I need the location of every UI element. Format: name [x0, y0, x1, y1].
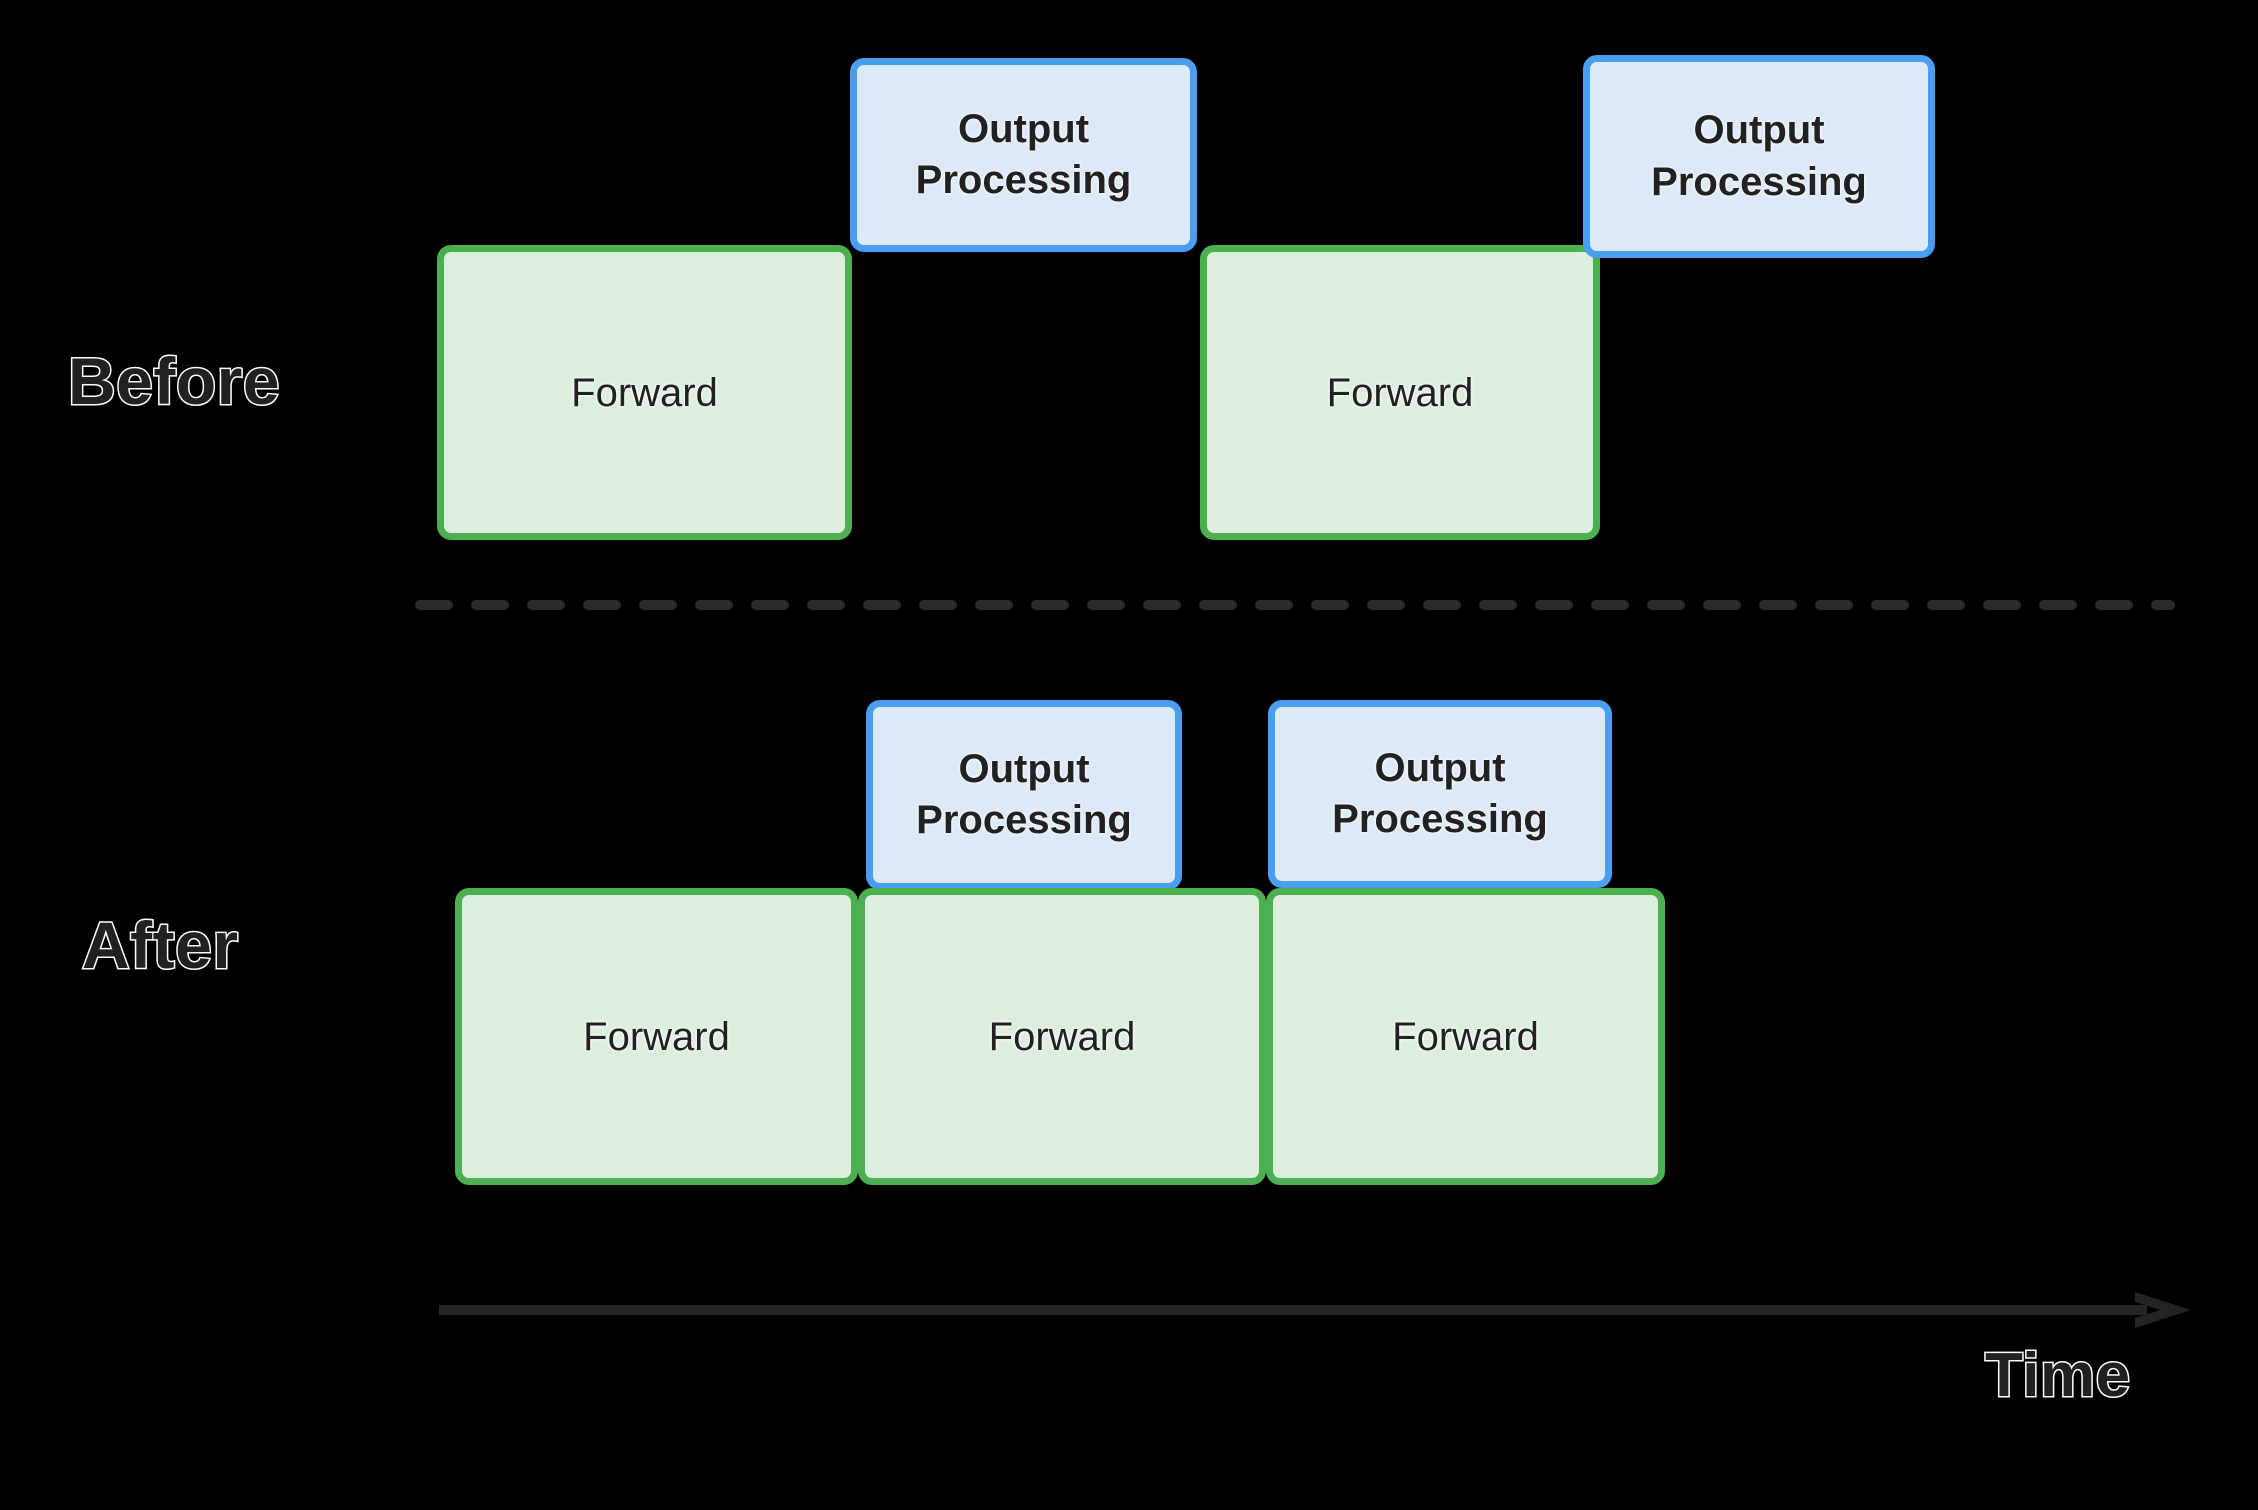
row-divider — [415, 600, 2175, 610]
output-processing-block-after-1: Output Processing — [866, 700, 1182, 890]
row-label-after: After — [81, 908, 240, 982]
forward-block-after-4: Forward — [858, 888, 1266, 1185]
row-label-before: Before — [66, 344, 281, 418]
forward-block-before-3: Forward — [1200, 245, 1600, 540]
forward-block-after-3: Forward — [455, 888, 858, 1185]
block-label: Forward — [1392, 1014, 1539, 1059]
block-label: Forward — [583, 1014, 730, 1059]
block-label: Output Processing — [1332, 745, 1548, 841]
block-label: Forward — [1326, 370, 1474, 415]
block-label: Output Processing — [915, 106, 1132, 202]
output-processing-block-before-2: Output Processing — [850, 58, 1197, 252]
block-label: Forward — [988, 1014, 1136, 1059]
block-label: Output Processing — [916, 746, 1132, 842]
forward-block-after-5: Forward — [1266, 888, 1665, 1185]
output-processing-block-before-4: Output Processing — [1583, 55, 1935, 258]
block-label: Forward — [571, 370, 718, 415]
output-processing-block-after-2: Output Processing — [1268, 700, 1612, 888]
time-axis-label: Time — [1984, 1341, 2132, 1410]
block-label: Output Processing — [1651, 108, 1867, 204]
time-axis-arrow — [439, 1292, 2191, 1328]
forward-block-before-1: Forward — [437, 245, 852, 540]
